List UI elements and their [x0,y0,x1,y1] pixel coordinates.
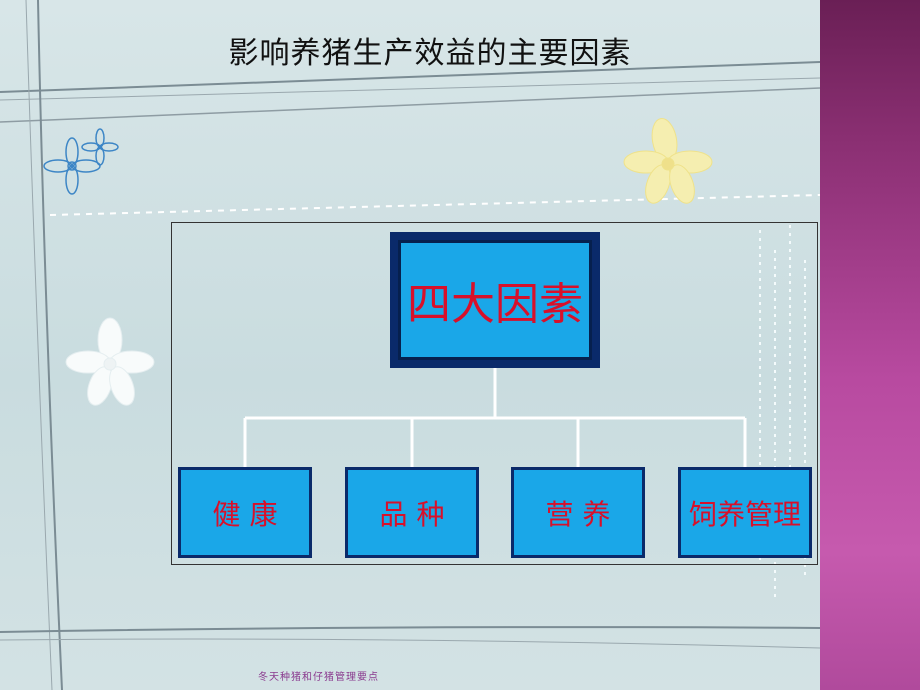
child-node-nutrition: 营 养 [511,467,645,558]
root-node: 四大因素 [390,232,600,368]
page-title: 影响养猪生产效益的主要因素 [228,36,632,71]
diagram-frame [171,222,818,565]
white-flower-icon [65,317,155,406]
root-node-label: 四大因素 [398,240,592,360]
side-decoration-band [820,0,920,690]
slide-background [0,0,820,690]
child-node-management: 饲养管理 [678,467,812,558]
child-node-breed: 品 种 [345,467,479,558]
child-node-health: 健 康 [178,467,312,558]
blue-flower-icon [43,128,119,195]
decorative-background [0,0,820,690]
footer-text: 冬天种猪和仔猪管理要点 [258,672,379,683]
yellow-flower-icon [623,118,713,204]
